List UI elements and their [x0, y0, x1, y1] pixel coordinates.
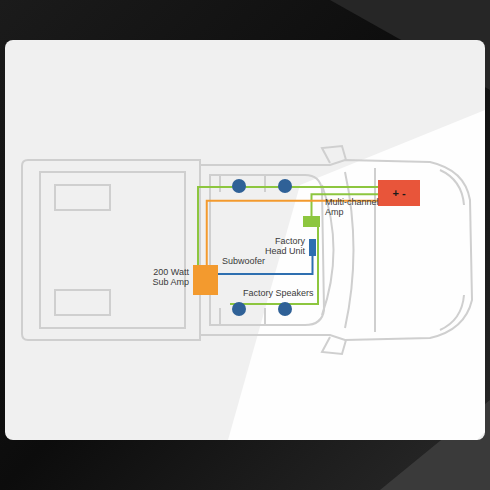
- component-label: 200 Watt Sub Amp: [141, 267, 189, 287]
- part-label: Subwoofer: [222, 256, 265, 266]
- power-wire: [207, 201, 378, 265]
- panel: [5, 40, 485, 440]
- component-label: Factory Head Unit: [257, 236, 305, 256]
- truck-outline: [22, 146, 472, 354]
- component-label: Multi-channel Amp: [325, 197, 387, 217]
- speaker-symbol: [278, 179, 292, 193]
- speaker-symbol: [232, 302, 246, 316]
- sub-amp-box: 200 Watt Sub Amp: [193, 265, 218, 295]
- battery-box: + -: [378, 180, 420, 206]
- terminal-label: + -: [378, 180, 420, 206]
- speaker-symbol: [278, 302, 292, 316]
- power-wire: [218, 256, 313, 274]
- multi-amp-box: Multi-channel Amp: [303, 216, 320, 227]
- speaker-symbol: [232, 179, 246, 193]
- part-label: Factory Speakers: [243, 288, 314, 298]
- head-unit-box: Factory Head Unit: [309, 239, 316, 256]
